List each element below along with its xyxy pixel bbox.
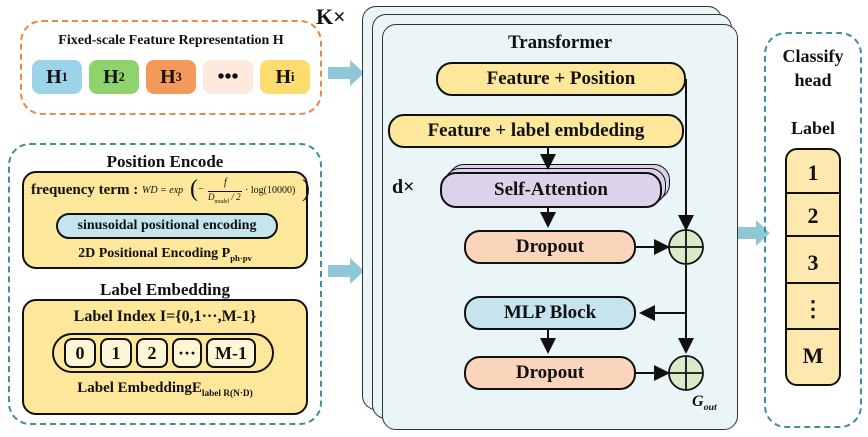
token-label: H [275, 65, 292, 88]
frequency-term-label: frequency term : [31, 182, 139, 198]
token-label: H [46, 65, 62, 88]
transformer-title: Transformer [507, 32, 613, 53]
formula-numerator: f [224, 177, 227, 188]
feature-label-box: Feature + label embdeding [388, 114, 684, 148]
encoding-panel [8, 143, 322, 425]
embed-sub: label R(N·D) [201, 389, 253, 399]
token-label: ••• [217, 65, 239, 88]
feature-representation-title: Fixed-scale Feature Representation H [58, 33, 284, 48]
token-label: H [160, 65, 176, 88]
token-sub: 2 [118, 69, 125, 84]
k-repeat-label: K× [316, 4, 346, 29]
feature-representation-panel [20, 20, 322, 115]
formula-fraction-bar [208, 191, 242, 192]
formula-minus: − [198, 184, 204, 195]
d-repeat-label: d× [392, 176, 415, 198]
input-arrow-top [328, 60, 364, 86]
formula-tail: · log(10000) [245, 185, 296, 196]
formula-over2: / 2 [231, 192, 241, 202]
label-index-text: Label Index I={0,1···,M-1} [73, 308, 257, 325]
gout-label: Gout [692, 393, 717, 413]
label-output-1: 1 [785, 154, 841, 194]
gout-text: G [692, 393, 704, 410]
token-label: H [103, 65, 119, 88]
dropout-box-2: Dropout [464, 356, 636, 390]
position-encode-title: Position Encode [106, 152, 224, 171]
token-sub: 1 [61, 69, 68, 84]
label-cell-2: 2 [136, 338, 168, 368]
positional-2d-label: 2D Positional Encoding Pph·pv [22, 246, 308, 263]
label-cell-0: 0 [64, 338, 96, 368]
token-sub: i [291, 69, 295, 84]
classify-head-title-1: Classify [782, 46, 844, 66]
label-cell-ellipsis: ··· [172, 338, 202, 368]
output-arrow [734, 220, 770, 246]
pos2d-text: 2D Positional Encoding P [78, 246, 231, 261]
label-embedding-output: Label EmbeddingElabel R(N·D) [22, 380, 308, 399]
embed-text: Label EmbeddingE [77, 380, 202, 396]
formula-paren-left: ( [190, 176, 198, 202]
feature-position-box: Feature + Position [436, 62, 686, 96]
frequency-formula: WD = exp ( − f Dmodel / 2 · log(10000) ) [142, 176, 310, 206]
mlp-block-box: MLP Block [464, 296, 636, 330]
classify-head-panel [764, 32, 862, 428]
token-sub: 3 [175, 69, 182, 84]
formula-d: D [208, 192, 215, 202]
label-cell-1: 1 [100, 338, 132, 368]
residual-adder-2 [668, 355, 704, 391]
label-cell-m1: M-1 [206, 338, 256, 368]
formula-paren-right: ) [302, 176, 310, 202]
label-title: Label [790, 118, 835, 138]
self-attention-box: Self-Attention [440, 172, 662, 208]
label-output-3: 3 [785, 244, 841, 284]
input-arrow-bottom [328, 258, 364, 284]
formula-d-sub: model [214, 198, 230, 205]
dropout-box-1: Dropout [464, 230, 636, 264]
residual-adder-1 [668, 229, 704, 265]
label-output-2: 2 [785, 197, 841, 237]
formula-denominator: Dmodel / 2 [208, 192, 241, 205]
gout-sub: out [703, 402, 717, 414]
label-output-ellipsis: ⋮ [785, 290, 841, 330]
pos2d-sub: ph·pv [230, 252, 252, 263]
label-column [785, 148, 841, 386]
token-ellipsis: ••• [203, 60, 253, 94]
sinusoidal-encoding-box: sinusoidal positional encoding [56, 213, 278, 239]
classify-head-title-2: head [794, 70, 832, 90]
label-embedding-title: Label Embedding [100, 280, 230, 299]
label-output-m: M [802, 343, 824, 368]
formula-lhs: WD = exp [142, 185, 184, 196]
